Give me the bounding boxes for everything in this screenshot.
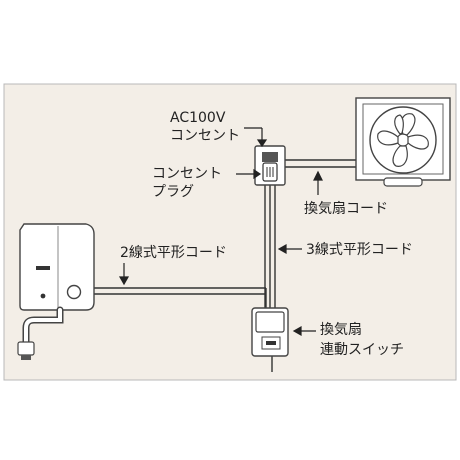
two-wire-cord bbox=[94, 287, 267, 310]
plug-label-line2: プラグ bbox=[152, 184, 194, 200]
fan-blades-icon bbox=[377, 113, 429, 167]
three-wire-cord-label: 3線式平形コード bbox=[306, 242, 413, 258]
two-wire-cord-label: 2線式平形コード bbox=[120, 245, 227, 261]
plug-label-line1: コンセント bbox=[152, 166, 222, 182]
three-wire-cord bbox=[264, 185, 276, 310]
outlet-label-line2: コンセント bbox=[170, 128, 240, 144]
outlet-device bbox=[254, 145, 286, 186]
heater-lamp bbox=[40, 293, 46, 299]
outlet-label-line1: AC100V bbox=[170, 110, 226, 126]
heater-indicator bbox=[36, 266, 50, 270]
ventilation-fan bbox=[355, 97, 451, 187]
interlock-switch bbox=[251, 307, 289, 357]
heater-knob-icon bbox=[66, 284, 82, 300]
switch-label-line1: 換気扇 bbox=[320, 322, 362, 338]
water-heater bbox=[17, 223, 95, 360]
fan-cord-label: 換気扇コード bbox=[304, 201, 388, 217]
fan-cord-wire bbox=[285, 159, 356, 168]
switch-label-line2: 連動スイッチ bbox=[320, 342, 404, 358]
